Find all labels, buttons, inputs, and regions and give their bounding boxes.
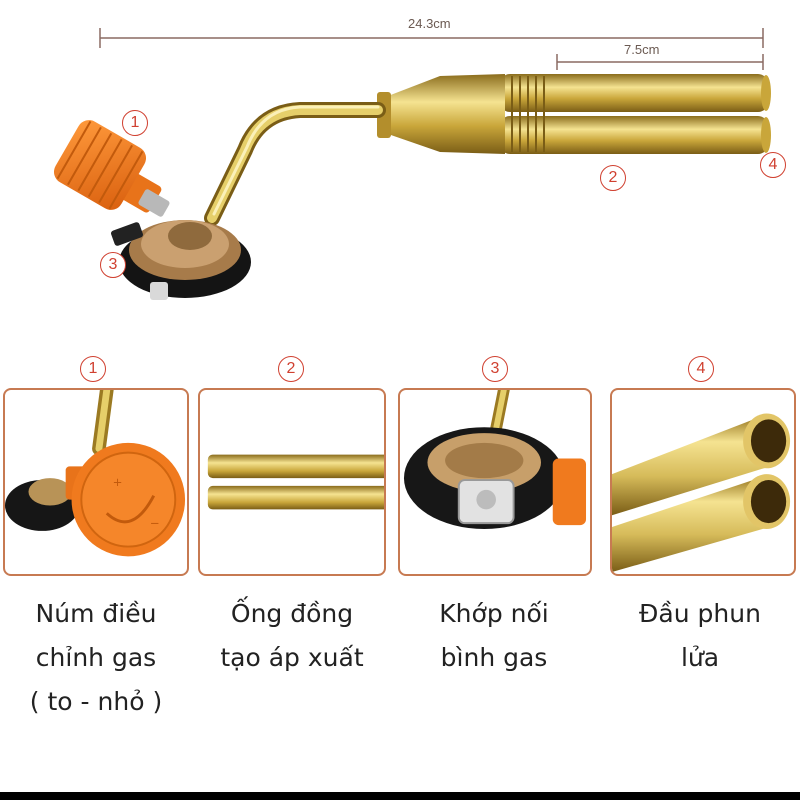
caption-pipe-line-1: Ống đồng [230, 599, 354, 628]
caption-knob-line-3: ( to - nhỏ ) [29, 687, 163, 716]
marker-1-top: 1 [122, 110, 148, 136]
knob-closeup-icon: + − [5, 390, 186, 557]
brass-collar [377, 74, 505, 154]
caption-pipe: Ống đồng tạo áp xuất [192, 592, 392, 680]
caption-connector-line-2: bình gas [440, 643, 548, 672]
panel-connector [398, 388, 592, 576]
panel-4-number: 4 [688, 356, 714, 382]
caption-knob-line-2: chỉnh gas [35, 643, 157, 672]
nozzle-length-label: 7.5cm [624, 42, 660, 57]
panel-1-number: 1 [80, 356, 106, 382]
panel-3-number: 3 [482, 356, 508, 382]
canister-connector-closeup-icon [403, 390, 587, 529]
panel-2-number: 2 [278, 356, 304, 382]
panel-pipe [198, 388, 386, 576]
brass-pipe-closeup-icon [207, 454, 384, 510]
panel-knob: + − [3, 388, 189, 576]
marker-3-top: 3 [100, 252, 126, 278]
nozzle-length-dimension [556, 54, 764, 70]
twin-nozzle-icon [493, 74, 771, 154]
total-length-dimension [99, 28, 764, 48]
caption-knob: Núm điều chỉnh gas ( to - nhỏ ) [0, 592, 192, 724]
caption-nozzle-line-2: lửa [680, 643, 720, 672]
svg-text:+: + [113, 475, 123, 489]
marker-4-top: 4 [760, 152, 786, 178]
total-length-label: 24.3cm [408, 16, 451, 31]
brass-pipe-icon [204, 102, 386, 226]
caption-connector: Khớp nối bình gas [392, 592, 596, 680]
torch-overview-illustration [53, 28, 771, 300]
panel-nozzle [610, 388, 796, 576]
caption-pipe-line-2: tạo áp xuất [220, 643, 364, 672]
caption-connector-line-1: Khớp nối [439, 599, 549, 628]
marker-2-top: 2 [600, 165, 626, 191]
orange-gas-knob-icon [53, 120, 170, 217]
caption-knob-line-1: Núm điều [35, 599, 157, 628]
svg-text:−: − [150, 516, 160, 530]
caption-nozzle: Đầu phun lửa [600, 592, 800, 680]
twin-nozzle-closeup-icon [612, 413, 791, 573]
bottom-border [0, 792, 800, 800]
gas-canister-connector-icon [111, 220, 251, 300]
caption-nozzle-line-1: Đầu phun [639, 599, 761, 628]
